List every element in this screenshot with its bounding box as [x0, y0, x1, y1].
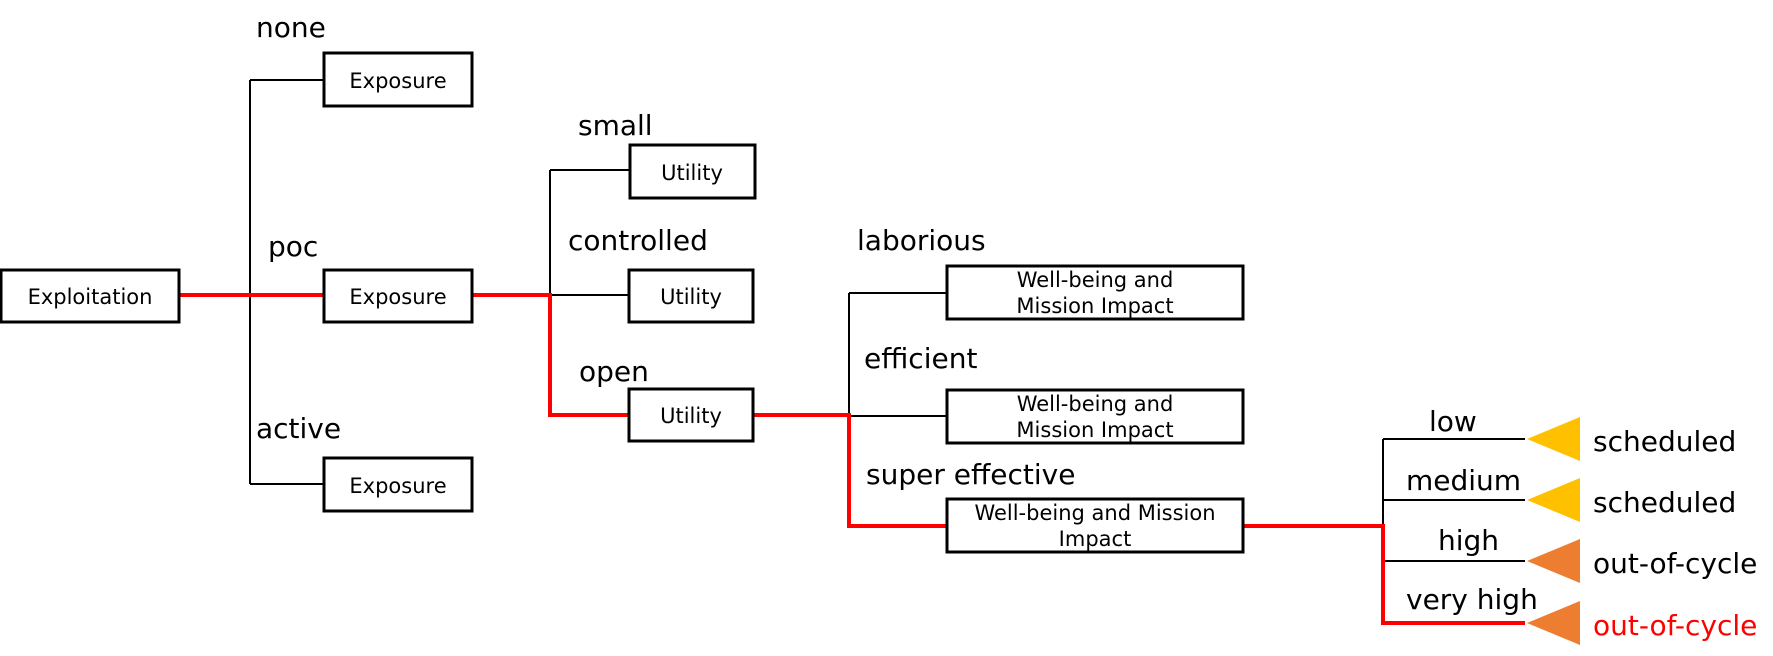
- branch-label-low: low: [1429, 405, 1477, 438]
- branch-label-small: small: [578, 109, 653, 142]
- highlight-exposure-to-utility: [472, 293, 629, 417]
- node-exposure-poc: Exposure: [349, 285, 446, 309]
- outcome-marker-very-high-icon: [1527, 601, 1580, 645]
- branch-label-none: none: [256, 11, 326, 44]
- node-exposure-active: Exposure: [349, 474, 446, 498]
- branch-label-high: high: [1438, 524, 1499, 557]
- node-utility-small-box: [628, 143, 757, 200]
- node-impact-super-box: [945, 497, 1245, 554]
- node-boxes: [0, 51, 1245, 554]
- outcome-marker-medium-icon: [1527, 478, 1580, 522]
- node-utility-controlled-box: [627, 268, 755, 324]
- node-impact-super-line1: Well-being and Mission: [974, 501, 1215, 525]
- branch-label-medium: medium: [1406, 464, 1521, 497]
- branch-label-efficient: efficient: [864, 342, 977, 375]
- outcome-labels: scheduled scheduled out-of-cycle out-of-…: [1593, 425, 1757, 642]
- node-utility-open: Utility: [660, 404, 722, 428]
- node-exploitation: Exploitation: [28, 285, 153, 309]
- outcome-label-low: scheduled: [1593, 425, 1736, 458]
- node-impact-laborious-line2: Mission Impact: [1016, 294, 1173, 318]
- node-exposure-none-box: [322, 51, 474, 108]
- branch-label-super-effective: super effective: [866, 458, 1075, 491]
- branch-label-very-high: very high: [1406, 583, 1538, 616]
- outcome-marker-high-icon: [1527, 539, 1580, 583]
- node-utility-controlled: Utility: [660, 285, 722, 309]
- node-texts: Exploitation Exposure Exposure Exposure …: [28, 69, 1216, 551]
- branch-label-controlled: controlled: [568, 224, 708, 257]
- node-impact-super-line2: Impact: [1059, 527, 1132, 551]
- node-exposure-none: Exposure: [349, 69, 446, 93]
- outcome-marker-low-icon: [1527, 417, 1580, 461]
- outcome-label-high: out-of-cycle: [1593, 547, 1757, 580]
- branch-label-poc: poc: [268, 230, 318, 263]
- highlight-utility-to-impact: [753, 413, 947, 528]
- node-exploitation-box: [0, 268, 181, 324]
- branch-label-active: active: [256, 412, 341, 445]
- node-impact-efficient-line2: Mission Impact: [1016, 418, 1173, 442]
- node-impact-efficient-box: [945, 388, 1245, 445]
- outcome-label-very-high: out-of-cycle: [1593, 609, 1757, 642]
- node-impact-efficient-line1: Well-being and: [1017, 392, 1174, 416]
- branch-label-laborious: laborious: [857, 224, 986, 257]
- highlighted-path: [179, 293, 1525, 625]
- node-exposure-active-box: [322, 456, 474, 513]
- connector-lines: [249, 79, 1525, 562]
- node-impact-laborious-box: [945, 264, 1245, 321]
- node-utility-small: Utility: [661, 161, 723, 185]
- node-impact-laborious-line1: Well-being and: [1017, 268, 1174, 292]
- branch-labels: none poc active small controlled open la…: [256, 11, 1538, 616]
- outcome-markers: [1527, 417, 1580, 645]
- outcome-label-medium: scheduled: [1593, 486, 1736, 519]
- highlight-impact-to-very-high: [1243, 524, 1525, 625]
- node-utility-open-box: [627, 387, 755, 443]
- branch-label-open: open: [579, 355, 649, 388]
- node-exposure-poc-box: [322, 268, 474, 324]
